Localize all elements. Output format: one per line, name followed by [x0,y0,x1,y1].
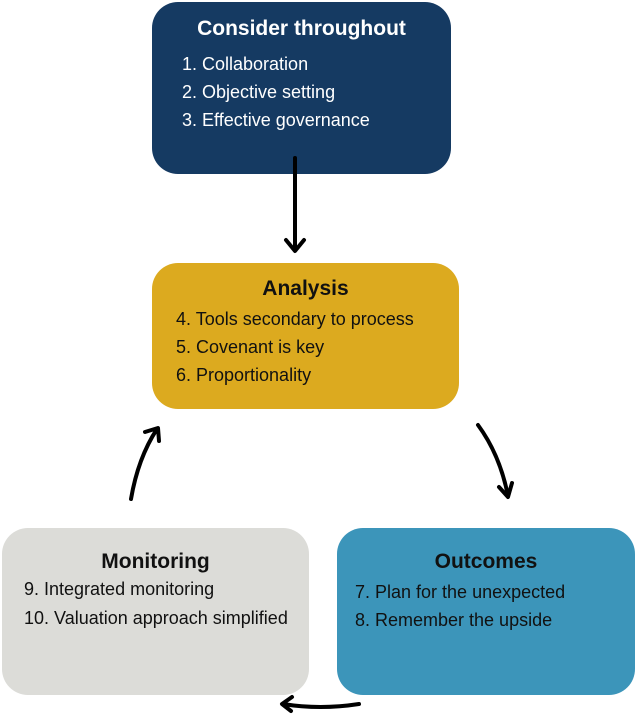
list-item: 5. Covenant is key [176,337,325,357]
list-item: 6. Proportionality [176,365,312,385]
consider-throughout-title: Consider throughout [197,17,406,40]
list-item: 2. Objective setting [182,82,336,102]
arrow-monitoring-to-analysis [129,426,161,501]
list-item: 1. Collaboration [182,54,309,74]
arrow-analysis-to-outcomes [476,423,514,499]
list-item: 9. Integrated monitoring [24,579,215,599]
list-item: 3. Effective governance [182,110,370,130]
analysis-title: Analysis [262,277,349,300]
analysis-list: 4. Tools secondary to process 5. Covenan… [176,305,459,389]
list-item: 4. Tools secondary to process [176,309,414,329]
outcomes-box: Outcomes 7. Plan for the unexpected 8. R… [337,528,635,695]
analysis-box: Analysis 4. Tools secondary to process 5… [152,263,459,409]
list-item: 7. Plan for the unexpected [355,582,566,602]
consider-throughout-box: Consider throughout 1. Collaboration 2. … [152,2,451,174]
list-item: 10. Valuation approach simplified [24,608,288,628]
monitoring-title: Monitoring [101,550,210,573]
monitoring-box: Monitoring 9. Integrated monitoring 10. … [2,528,309,695]
monitoring-list: 9. Integrated monitoring 10. Valuation a… [24,578,309,629]
outcomes-list: 7. Plan for the unexpected 8. Remember t… [355,578,635,634]
outcomes-title: Outcomes [434,550,538,573]
consider-throughout-list: 1. Collaboration 2. Objective setting 3.… [182,50,451,134]
arrow-outcomes-to-monitoring [280,695,361,713]
list-item: 8. Remember the upside [355,610,553,630]
